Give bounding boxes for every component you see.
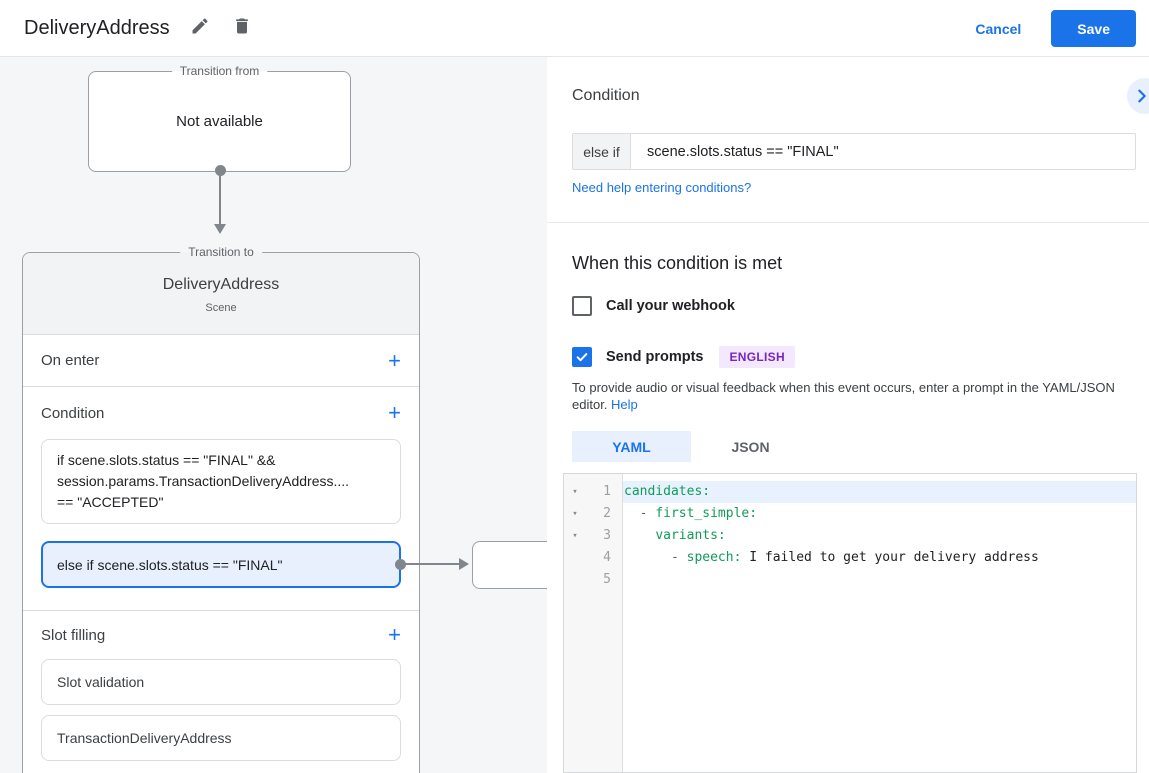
page-title: DeliveryAddress	[24, 16, 170, 39]
editor-line[interactable]: 4 - speech: I failed to get your deliver…	[564, 547, 1136, 569]
line-number: 5	[603, 572, 611, 587]
collapse-panel-button[interactable]	[1127, 78, 1149, 114]
call-webhook-label: Call your webhook	[606, 298, 735, 314]
language-badge: ENGLISH	[719, 346, 795, 368]
when-condition-met-title: When this condition is met	[572, 253, 783, 273]
send-prompts-checkbox[interactable]	[572, 347, 592, 367]
checkmark-icon	[576, 353, 588, 362]
call-webhook-checkbox[interactable]	[572, 296, 592, 316]
slot-transaction-box[interactable]: TransactionDeliveryAddress	[41, 715, 401, 761]
scene-type-label: Scene	[205, 302, 237, 314]
condition-expression-value: scene.slots.status == "FINAL"	[647, 143, 839, 160]
slot-transaction-label: TransactionDeliveryAddress	[57, 730, 232, 746]
fold-arrow-icon[interactable]: ▾	[572, 487, 578, 497]
code-text: - speech: I failed to get your delivery …	[670, 550, 1039, 565]
line-number: 2	[603, 506, 611, 521]
hint-text: To provide audio or visual feedback when…	[572, 380, 1115, 412]
condition-prefix-label: else if	[573, 134, 631, 169]
connector-line	[219, 170, 221, 225]
scene-diagram-panel: Transition from Not available Transition…	[0, 57, 547, 773]
connector-arrowhead-icon	[214, 224, 226, 234]
condition-editor-panel: Condition else if scene.slots.status == …	[547, 57, 1149, 773]
line-number: 3	[603, 528, 611, 543]
condition-box-elseif-selected[interactable]: else if scene.slots.status == "FINAL"	[41, 541, 401, 588]
transition-from-label: Transition from	[171, 64, 268, 78]
editor-line[interactable]: ▾ 1 candidates:	[564, 481, 1136, 503]
code-text: variants:	[655, 528, 726, 543]
on-enter-row: On enter +	[23, 335, 419, 387]
scene-name: DeliveryAddress	[162, 276, 280, 293]
slot-validation-box[interactable]: Slot validation	[41, 659, 401, 705]
condition-box-if[interactable]: if scene.slots.status == "FINAL" && sess…	[41, 439, 401, 524]
section-divider	[23, 610, 419, 611]
code-text: - first_simple:	[639, 506, 758, 521]
scene-header: DeliveryAddress Scene	[23, 253, 419, 335]
condition-section-label: Condition	[41, 404, 105, 422]
panel-divider	[547, 222, 1149, 223]
delete-scene-button[interactable]	[230, 16, 254, 40]
code-text: candidates:	[623, 481, 1136, 503]
add-slot-button[interactable]: +	[388, 622, 401, 647]
slot-validation-label: Slot validation	[57, 674, 145, 690]
conditions-help-link[interactable]: Need help entering conditions?	[572, 180, 752, 195]
code-text	[623, 569, 1136, 591]
yaml-code-editor[interactable]: ▾ 1 candidates: ▾ 2 - first_simple: ▾ 3 varian…	[563, 473, 1137, 773]
cancel-button[interactable]: Cancel	[975, 20, 1022, 37]
line-number: 4	[603, 550, 611, 565]
line-number: 1	[603, 484, 611, 499]
condition-section-row: Condition +	[23, 387, 419, 439]
transition-to-label: Transition to	[180, 245, 262, 259]
editor-line[interactable]: 5	[564, 569, 1136, 591]
prompt-hint-text: To provide audio or visual feedback when…	[572, 379, 1147, 413]
fold-arrow-icon[interactable]: ▾	[572, 531, 578, 541]
fold-spacer	[564, 569, 586, 591]
slot-filling-label: Slot filling	[41, 626, 106, 644]
slot-filling-row: Slot filling +	[23, 611, 419, 659]
condition-elseif-text: else if scene.slots.status == "FINAL"	[57, 556, 283, 573]
add-condition-button[interactable]: +	[388, 400, 401, 425]
on-enter-label: On enter	[41, 352, 100, 369]
edit-title-button[interactable]	[188, 16, 212, 40]
condition-line: if scene.slots.status == "FINAL" &&	[57, 452, 276, 468]
connector-dot	[395, 559, 406, 570]
condition-line: session.params.TransactionDeliveryAddres…	[57, 473, 350, 489]
help-link[interactable]: Help	[611, 397, 638, 412]
pencil-icon	[190, 16, 210, 41]
condition-line: == "ACCEPTED"	[57, 494, 164, 510]
editor-line[interactable]: ▾ 2 - first_simple:	[564, 503, 1136, 525]
send-prompts-label: Send prompts	[606, 349, 704, 365]
chevron-right-icon	[1138, 89, 1146, 103]
connector-line	[404, 563, 460, 565]
condition-panel-title: Condition	[572, 87, 640, 104]
tab-yaml[interactable]: YAML	[572, 431, 691, 462]
editor-gutter	[564, 474, 623, 772]
save-button[interactable]: Save	[1051, 10, 1136, 47]
tab-json[interactable]: JSON	[731, 438, 770, 455]
connector-arrowhead-icon	[459, 558, 469, 570]
trash-icon	[232, 16, 252, 41]
add-on-enter-button[interactable]: +	[388, 347, 401, 373]
transition-to-card: Transition to DeliveryAddress Scene On e…	[22, 245, 420, 773]
editor-line[interactable]: ▾ 3 variants:	[564, 525, 1136, 547]
top-bar: DeliveryAddress Cancel Save	[0, 0, 1149, 57]
transition-from-box[interactable]: Transition from Not available	[88, 64, 351, 172]
format-tabs: YAML JSON	[572, 431, 810, 462]
fold-arrow-icon[interactable]: ▾	[572, 509, 578, 519]
transition-target-box[interactable]	[472, 541, 547, 589]
condition-expression-input[interactable]: else if scene.slots.status == "FINAL"	[572, 133, 1136, 170]
transition-from-value: Not available	[176, 113, 263, 130]
fold-spacer	[564, 547, 586, 569]
